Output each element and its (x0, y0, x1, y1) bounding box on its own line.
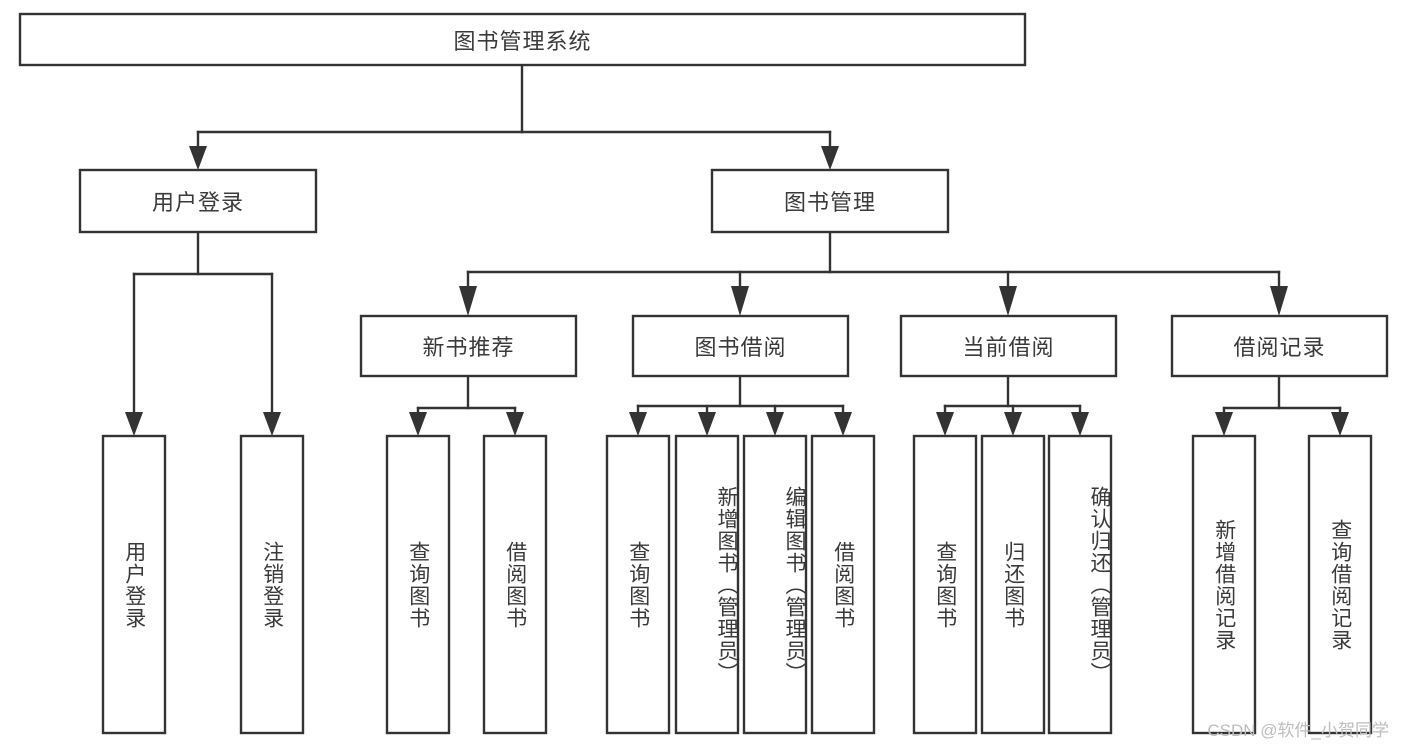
connectors-book-borrow-to-leaves (629, 374, 852, 436)
arrow-head-bb-leaf-1 (629, 412, 647, 436)
node-box-leaf-nbr-1[interactable] (385, 434, 451, 735)
connectors-new-book-recommend-to-leaves (409, 374, 524, 436)
arrow-head-nbr-leaf-1 (409, 412, 427, 436)
node-box-leaf-cb-3[interactable] (1047, 434, 1113, 735)
node-box-leaf-cb-2[interactable] (980, 434, 1046, 735)
arrow-head-leaf-logout (263, 412, 281, 436)
arrow-head-bb-leaf-4 (834, 412, 852, 436)
arrow-head-br-leaf-2 (1331, 412, 1349, 436)
arrow-head-cb-leaf-3 (1071, 412, 1089, 436)
arrow-head-cb-leaf-1 (936, 412, 954, 436)
node-box-book-manage[interactable] (710, 168, 950, 234)
node-box-leaf-br-1[interactable] (1191, 434, 1257, 735)
arrow-head-new-book-recommend (459, 286, 477, 316)
node-box-root[interactable] (18, 12, 1027, 67)
node-box-borrow-record[interactable] (1170, 314, 1389, 378)
connectors-user-login-to-leaves (125, 230, 281, 436)
node-box-leaf-logout[interactable] (239, 434, 305, 735)
arrow-head-book-borrow (731, 286, 749, 316)
arrow-head-nbr-leaf-2 (506, 412, 524, 436)
connectors-borrow-record-to-leaves (1215, 374, 1349, 436)
node-box-leaf-user-login[interactable] (101, 434, 167, 735)
node-box-leaf-bb-2[interactable] (674, 434, 740, 735)
node-box-leaf-cb-1[interactable] (912, 434, 978, 735)
arrow-head-current-borrow (999, 286, 1017, 316)
arrow-head-br-leaf-1 (1215, 412, 1233, 436)
arrow-head-borrow-record (1270, 286, 1288, 316)
connectors-book-manage-to-level3 (459, 230, 1288, 316)
arrow-head-bb-leaf-2 (698, 412, 716, 436)
node-box-leaf-br-2[interactable] (1307, 434, 1373, 735)
node-box-book-borrow[interactable] (631, 314, 850, 378)
node-box-current-borrow[interactable] (899, 314, 1118, 378)
arrow-head-user-login (189, 146, 207, 170)
node-box-leaf-bb-4[interactable] (810, 434, 876, 735)
arrow-head-book-manage (821, 146, 839, 170)
node-box-user-login[interactable] (78, 168, 318, 234)
connectors-current-borrow-to-leaves (936, 374, 1089, 436)
node-box-new-book-recommend[interactable] (359, 314, 578, 378)
arrow-head-leaf-user-login (125, 412, 143, 436)
arrow-head-cb-leaf-2 (1004, 412, 1022, 436)
node-box-leaf-bb-3[interactable] (742, 434, 808, 735)
arrow-head-bb-leaf-3 (766, 412, 784, 436)
node-box-leaf-nbr-2[interactable] (482, 434, 548, 735)
connectors-root-to-level2 (189, 63, 839, 170)
node-box-leaf-bb-1[interactable] (605, 434, 671, 735)
